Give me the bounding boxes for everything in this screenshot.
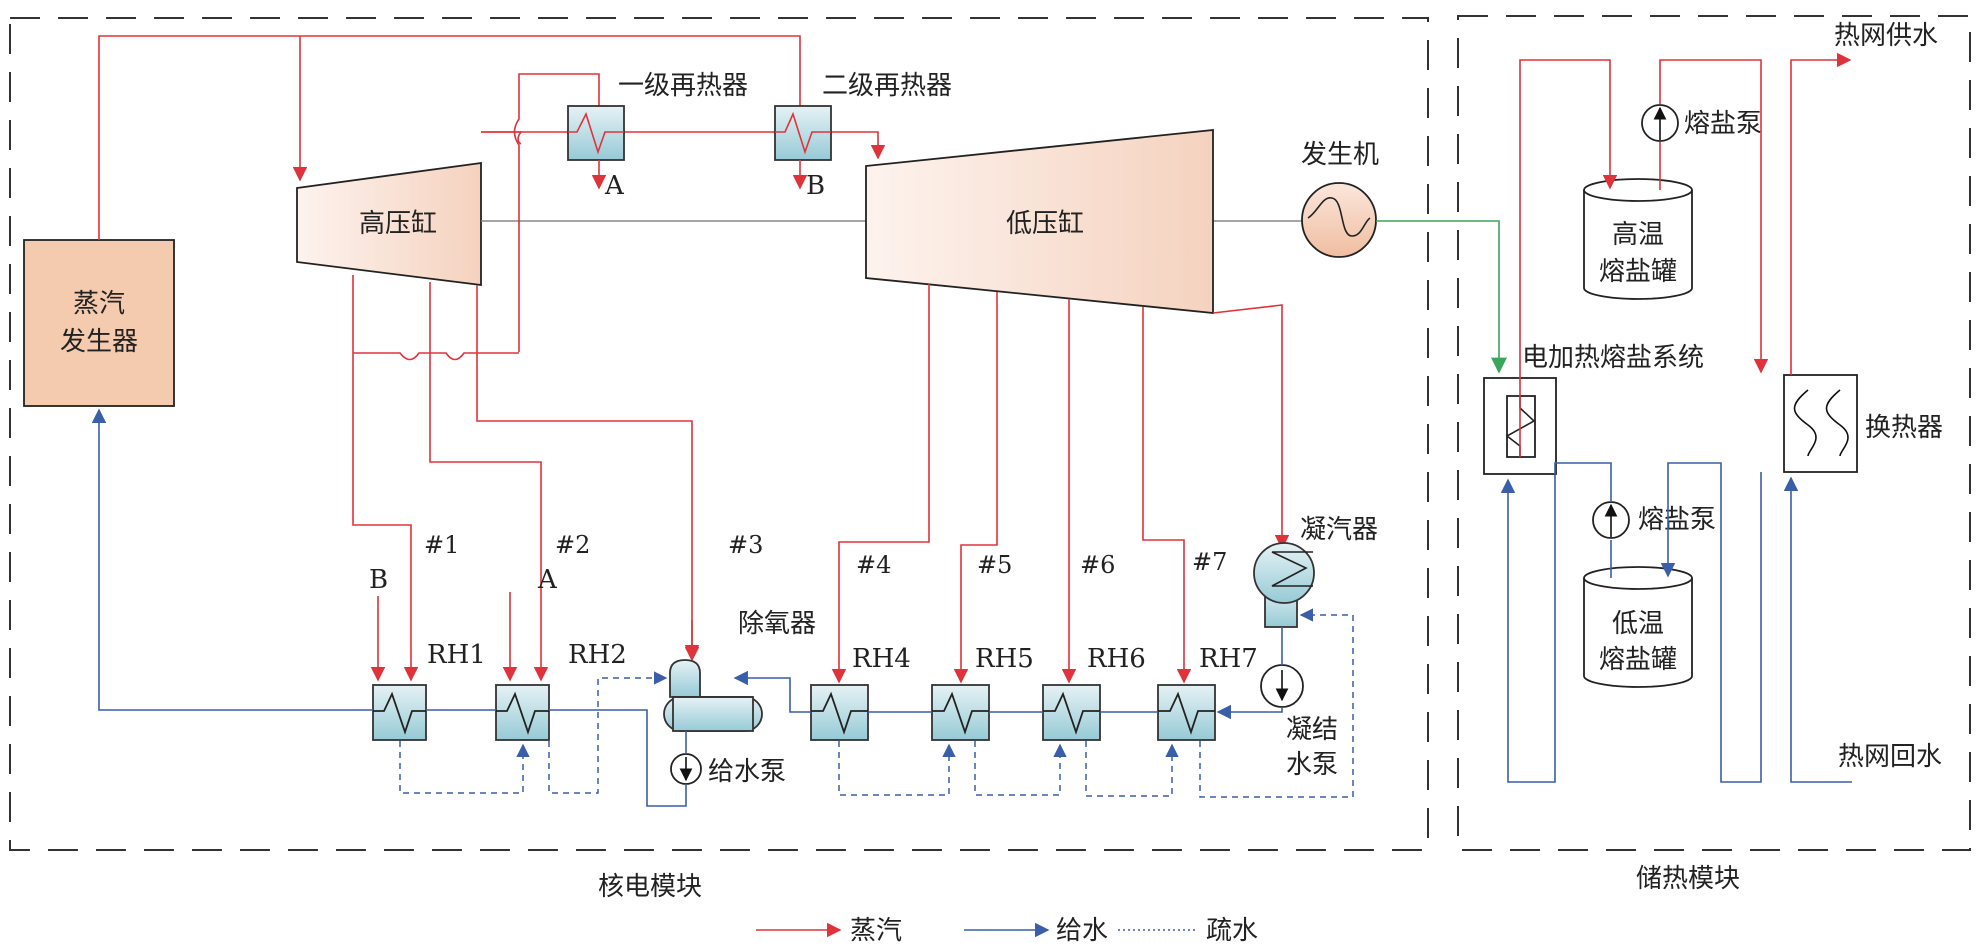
drain-rh4-rh5 <box>838 741 956 796</box>
hp-crossover-line <box>353 352 519 361</box>
pump-to-rh2 <box>549 709 687 807</box>
heater-rh6: RH6 <box>1042 644 1146 741</box>
cold-tank-label: 低温 <box>1612 609 1664 639</box>
grid-supply-line <box>1790 52 1852 375</box>
salt-pump-bottom-label: 熔盐泵 <box>1638 505 1716 535</box>
heater-rh2: RH2 <box>495 640 627 741</box>
legend-feedwater-label: 给水 <box>1056 916 1108 946</box>
extraction-1-label: #1 <box>424 531 459 559</box>
grid-supply-label: 热网供水 <box>1834 21 1938 51</box>
extraction-2-line <box>429 282 549 682</box>
extraction-7-line <box>1142 307 1192 684</box>
reheater2-label: 二级再热器 <box>822 71 952 101</box>
extraction-5-label: #5 <box>977 551 1012 579</box>
reheater-1: 一级再热器 <box>567 71 748 161</box>
heater-rh1: RH1 <box>372 640 486 741</box>
steam-generator-label-2: 发生器 <box>60 327 138 357</box>
heater-rh2-label: RH2 <box>568 640 627 670</box>
cold-tank: 低温 熔盐罐 <box>1583 566 1693 688</box>
main-steam-line <box>98 35 801 240</box>
generator: 发生机 <box>1301 140 1379 258</box>
extraction-5-line <box>953 292 998 684</box>
steam-generator: 蒸汽 发生器 <box>23 239 175 407</box>
electric-heater: 电加热熔盐系统 <box>1483 343 1704 475</box>
extraction-2-label: #2 <box>555 531 590 559</box>
condensate-pump-label: 凝结 <box>1286 715 1338 745</box>
legend-drain-label: 疏水 <box>1206 916 1258 946</box>
legend-steam-label: 蒸汽 <box>850 916 902 946</box>
hot-tank-label-2: 熔盐罐 <box>1599 257 1677 287</box>
extraction-4-line <box>831 284 930 684</box>
nuclear-module-label: 核电模块 <box>598 872 702 902</box>
reheater1-label: 一级再热器 <box>618 71 748 101</box>
storage-module-label: 储热模块 <box>1636 864 1740 894</box>
legend: 蒸汽 给水 疏水 <box>756 916 1258 946</box>
connector-b-in: B <box>369 565 388 595</box>
heat-exchanger-label: 换热器 <box>1865 413 1943 443</box>
lp-cylinder: 低压缸 <box>865 129 1214 314</box>
connector-b-out: B <box>806 171 825 201</box>
salt-pump-bottom: 熔盐泵 <box>1592 501 1716 539</box>
feed-pump: 给水泵 <box>670 753 786 787</box>
heater-rh4: RH4 <box>810 644 911 741</box>
heater-rh7: RH7 <box>1157 644 1258 741</box>
extraction-7-label: #7 <box>1192 548 1227 576</box>
heater-rh6-label: RH6 <box>1087 644 1146 674</box>
hp-cylinder: 高压缸 <box>296 161 482 287</box>
condenser-coil-icon <box>1271 551 1313 587</box>
feedwater-to-sg <box>91 408 373 711</box>
hp-cylinder-label: 高压缸 <box>359 209 437 239</box>
ac-sine-icon <box>1307 197 1371 237</box>
condensate-pump-label-2: 水泵 <box>1286 750 1338 780</box>
pump-to-exchanger <box>1659 59 1769 374</box>
connector-a-out: A <box>604 171 625 201</box>
heat-exchanger: 换热器 <box>1783 374 1943 473</box>
rh4-to-deaerator <box>733 670 811 713</box>
drain-rh6-rh7 <box>1085 741 1179 797</box>
exchanger-to-cold-tank <box>1660 462 1762 783</box>
heater-to-hot-tank <box>1519 59 1618 457</box>
extraction-1-line <box>352 275 419 682</box>
salt-pump-top-label: 熔盐泵 <box>1684 109 1762 139</box>
pump-to-heater <box>1500 462 1612 783</box>
nuclear-module-boundary <box>9 17 1429 851</box>
condensate-pump: 凝结 水泵 <box>1260 664 1338 780</box>
storage-module-boundary <box>1457 15 1971 851</box>
generator-label: 发生机 <box>1301 140 1379 170</box>
hot-tank-label: 高温 <box>1612 220 1664 250</box>
grid-return-label: 热网回水 <box>1838 742 1942 772</box>
deaerator-label: 除氧器 <box>738 609 816 639</box>
feed-pump-label: 给水泵 <box>708 757 786 787</box>
condensate-to-rh7 <box>1216 704 1283 720</box>
heater-rh5: RH5 <box>931 644 1034 741</box>
grid-return-line <box>1783 476 1852 783</box>
steam-generator-label: 蒸汽 <box>73 289 125 319</box>
heater-rh4-label: RH4 <box>852 644 911 674</box>
extraction-4-label: #4 <box>856 551 891 579</box>
condenser-label: 凝汽器 <box>1300 515 1378 545</box>
heater-rh1-label: RH1 <box>427 640 486 670</box>
salt-pump-top: 熔盐泵 <box>1641 104 1762 142</box>
extraction-6-label: #6 <box>1080 551 1115 579</box>
reheater-2: 二级再热器 <box>774 71 952 161</box>
heater-rh5-label: RH5 <box>975 644 1034 674</box>
drain-rh2-deaerator <box>548 671 668 794</box>
deaerator: 除氧器 <box>663 609 816 732</box>
extraction-3-label: #3 <box>728 531 763 559</box>
power-line <box>1376 220 1507 374</box>
drain-rh1-rh2 <box>399 741 530 794</box>
extraction-3-line <box>476 285 700 662</box>
exchanger-coil-icon <box>1793 389 1849 457</box>
electric-heater-label: 电加热熔盐系统 <box>1522 343 1704 373</box>
cold-tank-label-2: 熔盐罐 <box>1599 645 1677 675</box>
lp-exhaust-line <box>1212 304 1290 550</box>
reheater1-heating-line <box>513 73 600 352</box>
lp-cylinder-label: 低压缸 <box>1006 209 1084 239</box>
hot-tank: 高温 熔盐罐 <box>1583 178 1693 300</box>
heater-rh7-label: RH7 <box>1199 644 1258 674</box>
drain-rh5-rh6 <box>974 741 1067 796</box>
drain-rh7-condenser <box>1199 608 1354 798</box>
connector-a-in: A <box>537 565 558 595</box>
condenser: 凝汽器 <box>1253 515 1378 628</box>
